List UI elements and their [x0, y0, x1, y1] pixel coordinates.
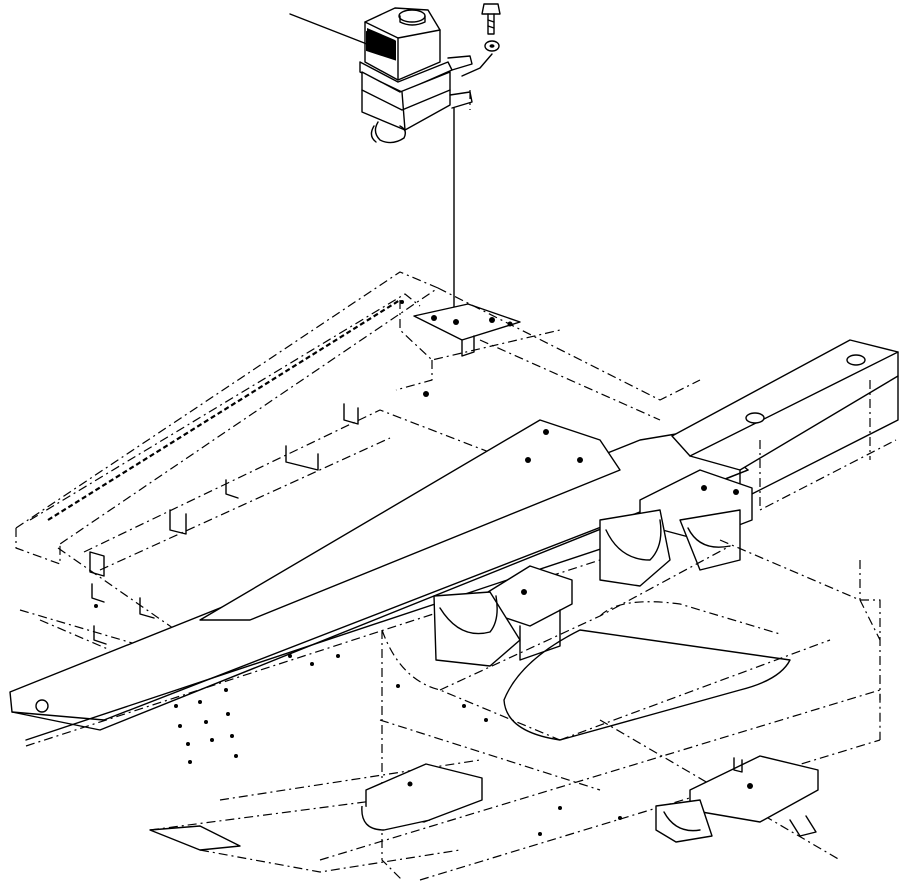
- rear-spring-bracket: [655, 755, 819, 843]
- front-spring-bracket: [361, 763, 483, 831]
- lower-chassis-frame: [149, 539, 881, 881]
- mounting-bracket: [413, 303, 521, 357]
- mounting-bolt: [481, 3, 501, 35]
- frame-studs: [89, 403, 359, 645]
- filler-cap: [398, 9, 426, 23]
- rivet-pattern: [94, 300, 622, 836]
- callout-leader-line: [289, 13, 373, 47]
- washer-install-line: [461, 53, 493, 77]
- saddle-mount-rear: [599, 469, 753, 587]
- main-frame-rail: [9, 339, 899, 747]
- reservoir-tank: [359, 7, 473, 144]
- saddle-mount-front: [433, 565, 573, 667]
- washer: [484, 40, 500, 52]
